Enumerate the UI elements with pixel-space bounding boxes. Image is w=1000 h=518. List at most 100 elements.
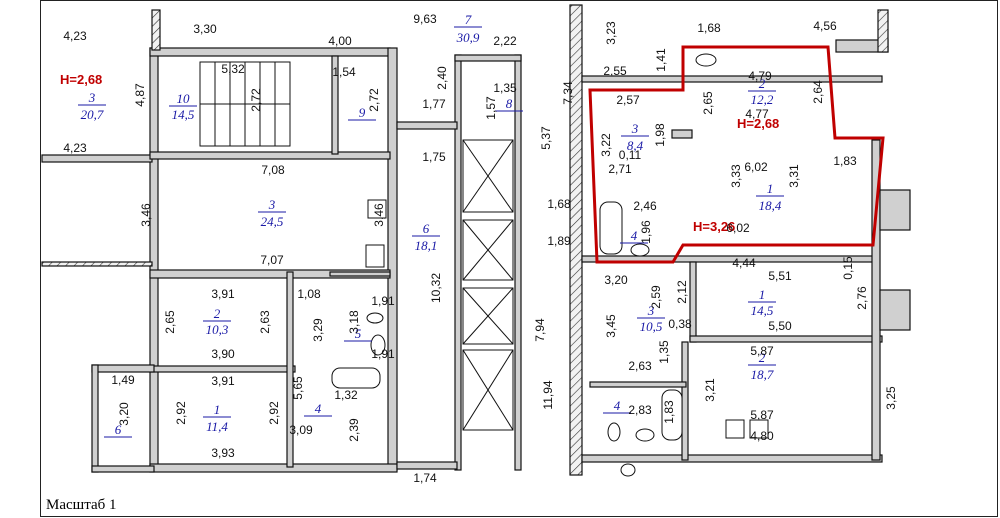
dimension-label: 2,63 xyxy=(258,310,272,334)
dimension-label: 3,22 xyxy=(599,133,613,157)
dimension-label: 1,75 xyxy=(422,150,446,164)
dimension-label: 3,33 xyxy=(729,164,743,188)
dimension-label: 2,55 xyxy=(603,64,627,78)
room-area: 10,3 xyxy=(206,322,229,337)
kitchen-sink-icon xyxy=(749,419,769,439)
wall xyxy=(581,454,883,463)
room-number: 7 xyxy=(465,12,472,27)
dimension-label: 5,50 xyxy=(768,319,792,333)
wall xyxy=(454,54,522,62)
dimension-label: 4,00 xyxy=(328,34,352,48)
dimension-label: 6,02 xyxy=(726,221,750,235)
room-number: 3 xyxy=(88,90,96,105)
dimension-label: 2,63 xyxy=(628,359,652,373)
dimension-label: 2,92 xyxy=(174,401,188,425)
room-area: 24,5 xyxy=(261,214,284,229)
wall xyxy=(41,261,153,267)
dimension-label: 3,45 xyxy=(604,314,618,338)
dimension-label: 2,83 xyxy=(628,403,652,417)
wall xyxy=(149,151,391,160)
dimension-label: 0,38 xyxy=(668,317,692,331)
wall xyxy=(329,271,391,277)
stove-icon xyxy=(367,199,387,219)
dimension-label: 2,72 xyxy=(249,88,263,112)
wall xyxy=(569,4,583,476)
dimension-label: 5,87 xyxy=(750,408,774,422)
room-number: 4 xyxy=(631,228,638,243)
left-block xyxy=(41,9,398,473)
dimension-label: 2,65 xyxy=(163,310,177,334)
stove-icon xyxy=(725,419,745,439)
height-label: H=2,68 xyxy=(737,116,779,131)
room-area: 14,5 xyxy=(172,107,195,122)
dimension-label: 1,98 xyxy=(653,123,667,147)
dimension-label: 3,09 xyxy=(289,423,313,437)
dimension-label: 3,46 xyxy=(139,203,153,227)
toilet-icon xyxy=(370,334,386,356)
dimension-label: 4,77 xyxy=(745,107,769,121)
wall xyxy=(454,54,462,471)
wall xyxy=(151,9,161,51)
wall xyxy=(331,55,339,155)
room-number: 2 xyxy=(759,76,766,91)
dimension-label: 3,18 xyxy=(347,310,361,334)
dimension-label: 11,94 xyxy=(541,380,555,409)
dimension-label: 1,83 xyxy=(833,154,857,168)
wall xyxy=(387,47,398,471)
dimension-label: 2,72 xyxy=(367,88,381,112)
dimension-label: 2,39 xyxy=(347,418,361,442)
toilet-icon xyxy=(630,243,650,257)
lift-shafts xyxy=(462,139,514,431)
dimension-label: 3,91 xyxy=(211,374,235,388)
dimension-label: 7,94 xyxy=(533,318,547,342)
lift-block xyxy=(396,4,583,476)
room-area: 18,4 xyxy=(759,198,782,213)
wall xyxy=(879,289,911,331)
right-block xyxy=(581,9,911,477)
wall xyxy=(877,9,889,53)
wall xyxy=(149,47,159,471)
wall xyxy=(396,121,458,130)
bathtub-icon xyxy=(331,367,381,389)
staircase xyxy=(199,61,291,147)
dimension-label: 7,08 xyxy=(261,163,285,177)
dimension-label: 0,15 xyxy=(841,256,855,280)
room-number: 3 xyxy=(647,303,655,318)
room-number: 6 xyxy=(423,221,430,236)
dimension-label: 1,32 xyxy=(334,388,358,402)
dimension-label: 4,79 xyxy=(748,69,772,83)
dimension-label: 2,71 xyxy=(608,162,632,176)
room-area: 30,9 xyxy=(456,30,480,45)
room-number: 2 xyxy=(759,350,766,365)
sink-icon xyxy=(366,312,384,324)
dimension-label: 5,32 xyxy=(221,62,245,76)
dimension-label: 1,91 xyxy=(371,347,395,361)
dimension-label: 3,25 xyxy=(884,386,898,410)
dimension-label: 2,57 xyxy=(616,93,640,107)
dimension-label: 9,63 xyxy=(413,12,437,26)
dimension-label: 1,35 xyxy=(657,340,671,364)
dimension-label: 2,46 xyxy=(633,199,657,213)
room-number: 1 xyxy=(759,287,766,302)
height-label: H=2,68 xyxy=(60,72,102,87)
dimension-label: 3,21 xyxy=(703,378,717,402)
room-area: 14,5 xyxy=(751,303,774,318)
dimension-label: 4,23 xyxy=(63,29,87,43)
dimension-label: 10,32 xyxy=(429,273,443,303)
dimension-label: 1,74 xyxy=(413,471,437,485)
dimension-label: 1,77 xyxy=(422,97,446,111)
dimension-label: 1,96 xyxy=(639,220,653,244)
dimension-label: 4,56 xyxy=(813,19,837,33)
dimension-label: 7,07 xyxy=(260,253,284,267)
height-label: H=3,26 xyxy=(693,219,735,234)
wall xyxy=(681,341,689,461)
room-number: 1 xyxy=(767,181,774,196)
room-number: 2 xyxy=(214,306,221,321)
dimension-label: 1,68 xyxy=(697,21,721,35)
bathtub-icon xyxy=(599,201,623,255)
dimension-label: 7,34 xyxy=(561,81,575,105)
wall xyxy=(149,463,398,473)
room-number: 5 xyxy=(355,326,362,341)
dimension-label: 2,12 xyxy=(675,280,689,304)
room-area: 10,5 xyxy=(640,319,663,334)
